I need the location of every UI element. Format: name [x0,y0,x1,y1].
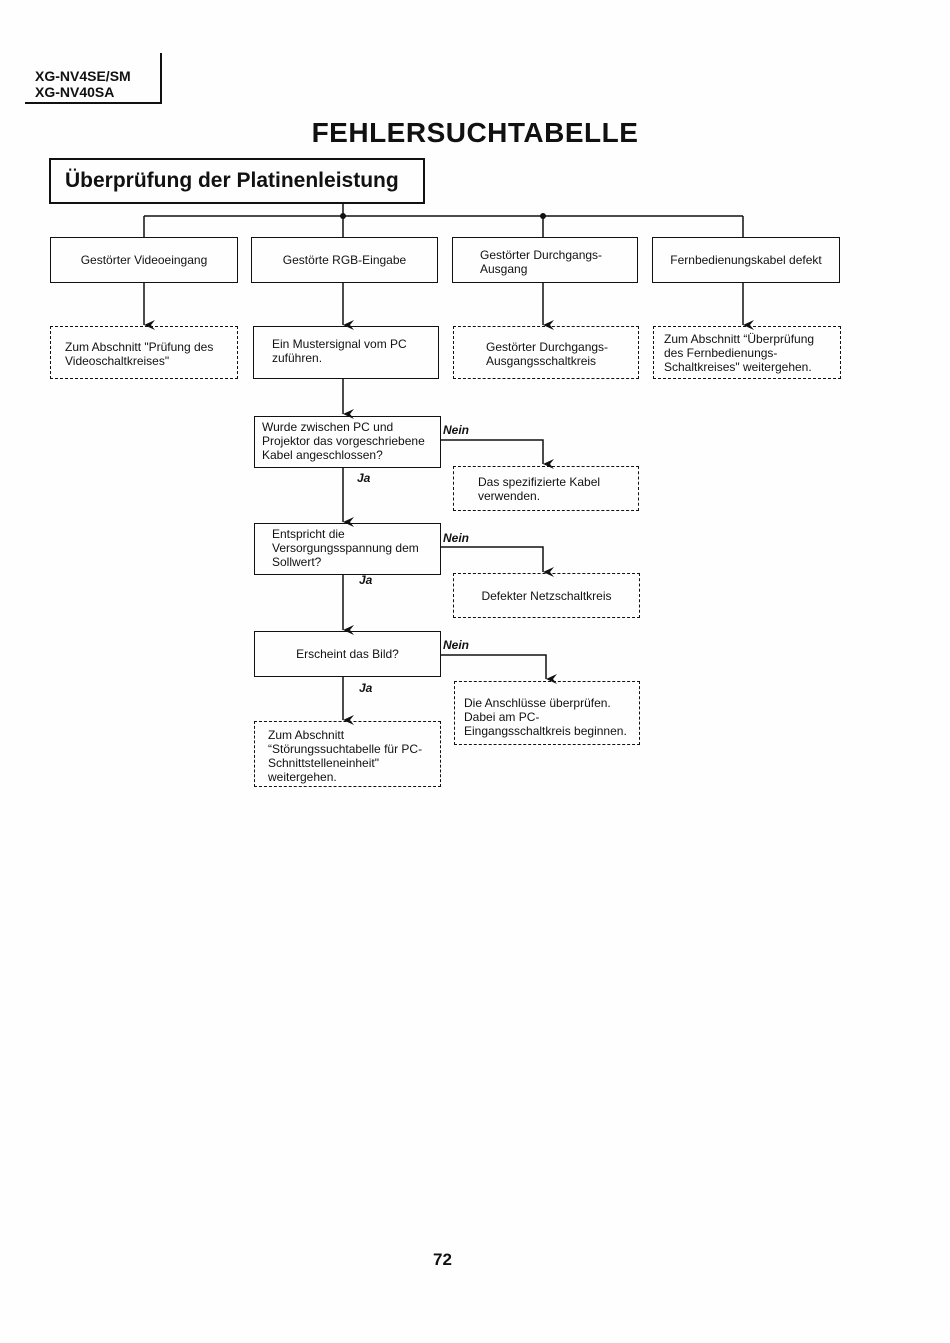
result-pc-interface-troubleshooting: Zum Abschnitt “Störungssuchtabelle für P… [254,721,441,787]
symptom-rgb-input: Gestörte RGB-Eingabe [251,237,438,283]
symptom-remote-cable: Fernbedienungskabel defekt [652,237,840,283]
branch-label-no-3: Nein [443,638,470,652]
symptom-through-output: Gestörter Durchgangs-Ausgang [452,237,638,283]
question-supply-voltage: Entspricht die Versorgungsspannung dem S… [254,523,441,575]
model-rule-horizontal [25,102,162,104]
page-number: 72 [433,1250,452,1269]
action-through-circuit-faulty: Gestörter Durchgangs-Ausgangsschaltkreis [453,326,639,379]
section-title: Überprüfung der Platinenleistung [49,158,425,204]
symptom-video-input: Gestörter Videoeingang [50,237,238,283]
action-video-circuit-check: Zum Abschnitt "Prüfung des Videoschaltkr… [50,326,238,379]
action-remote-circuit-check: Zum Abschnitt “Überprüfung des Fernbedie… [653,326,841,379]
branch-label-yes-2: Ja [359,573,373,587]
model-line-2: XG-NV40SA [35,84,115,100]
branch-label-no-1: Nein [443,423,470,437]
action-supply-test-signal: Ein Mustersignal vom PC zuführen. [253,326,439,379]
result-defective-power-circuit: Defekter Netzschaltkreis [453,573,640,618]
model-rule-vertical [160,53,162,103]
branch-label-no-2: Nein [443,531,470,545]
result-check-connections: Die Anschlüsse überprüfen. Dabei am PC-E… [454,681,640,745]
branch-label-yes-3: Ja [359,681,373,695]
question-picture-appears: Erscheint das Bild? [254,631,441,677]
question-cable-connected: Wurde zwischen PC und Projektor das vorg… [254,416,441,468]
result-use-specified-cable: Das spezifizierte Kabel verwenden. [453,466,639,511]
page-title: FEHLERSUCHTABELLE [311,117,639,148]
model-designation: XG-NV4SE/SM XG-NV40SA [35,68,131,100]
branch-label-yes-1: Ja [357,471,371,485]
model-line-1: XG-NV4SE/SM [35,68,131,84]
